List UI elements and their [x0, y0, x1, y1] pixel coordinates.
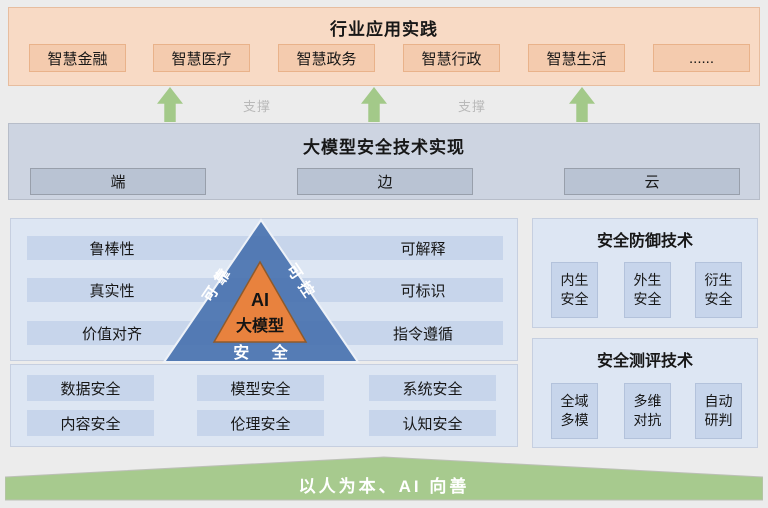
security-box-cognition: 认知安全 [369, 410, 496, 436]
defense-technology-panel: 安全防御技术 内生 安全 外生 安全 衍生 安全 [532, 218, 758, 328]
mini-box-line: 全域 [560, 393, 589, 410]
defense-box-extrinsic: 外生 安全 [624, 262, 671, 318]
ai-model-triangle: AI 大模型 安 全 可靠 可控 [162, 218, 360, 363]
evaluation-box-adversarial: 多维 对抗 [624, 383, 671, 439]
mini-box-line: 外生 [633, 272, 662, 289]
security-box-label: 内容安全 [60, 415, 121, 433]
implementation-box-edge: 边 [297, 168, 473, 195]
mini-box-line: 多维 [633, 393, 662, 410]
slogan-banner: 以人为本、AI 向善 [5, 456, 763, 501]
security-box-model: 模型安全 [197, 375, 324, 401]
mini-box-line: 安全 [704, 291, 733, 307]
security-box-system: 系统安全 [369, 375, 496, 401]
industry-box-label: ...... [688, 49, 714, 67]
up-arrow-icon [157, 87, 183, 122]
evaluation-box-auto-judge: 自动 研判 [695, 383, 742, 439]
security-box-label: 系统安全 [402, 380, 463, 398]
industry-box-life: 智慧生活 [528, 44, 625, 72]
defense-box-derivative: 衍生 安全 [695, 262, 742, 318]
support-label: 支撑 [458, 99, 487, 114]
triangle-bottom-label: 安 全 [233, 343, 296, 362]
mini-box-line: 内生 [560, 272, 589, 289]
mini-box-line: 安全 [560, 291, 589, 307]
security-box-label: 伦理安全 [230, 415, 291, 433]
security-box-ethics: 伦理安全 [197, 410, 324, 436]
industry-box-label: 智慧政务 [296, 50, 357, 68]
implementation-box-device: 端 [30, 168, 206, 195]
capability-label-instruction-follow: 指令遵循 [392, 325, 453, 343]
up-arrow-icon [361, 87, 387, 122]
security-box-label: 认知安全 [402, 415, 463, 433]
mini-box-line: 自动 [704, 393, 733, 410]
implementation-band-title: 大模型安全技术实现 [303, 138, 465, 157]
evaluation-box-multimodal: 全域 多模 [551, 383, 598, 439]
industry-box-medical: 智慧医疗 [153, 44, 250, 72]
support-label: 支撑 [243, 99, 272, 114]
capability-label-value-alignment: 价值对齐 [81, 325, 142, 343]
mini-box-line: 研判 [704, 412, 733, 428]
slogan-banner-shape [5, 456, 763, 501]
industry-banner-title: 行业应用实践 [330, 20, 438, 39]
mini-box-line: 衍生 [704, 272, 733, 289]
capability-label-robustness: 鲁棒性 [89, 240, 135, 258]
mini-box-line: 安全 [633, 291, 662, 307]
mini-box-line: 多模 [560, 412, 589, 428]
security-box-label: 数据安全 [60, 380, 121, 398]
up-arrow-icon [569, 87, 595, 122]
defense-box-intrinsic: 内生 安全 [551, 262, 598, 318]
slogan-text: 以人为本、AI 向善 [299, 476, 470, 496]
defense-panel-title: 安全防御技术 [596, 233, 693, 250]
industry-box-label: 智慧金融 [47, 50, 108, 68]
security-box-label: 模型安全 [230, 380, 291, 398]
industry-box-more: ...... [653, 44, 750, 72]
implementation-box-label: 边 [377, 174, 393, 191]
industry-application-banner: 行业应用实践 智慧金融 智慧医疗 智慧政务 智慧行政 智慧生活 ...... [8, 7, 760, 86]
industry-box-label: 智慧生活 [546, 50, 607, 68]
industry-box-government: 智慧政务 [278, 44, 375, 72]
implementation-box-label: 云 [644, 174, 660, 191]
triangle-center-line2: 大模型 [236, 316, 284, 335]
evaluation-panel-title: 安全测评技术 [596, 353, 693, 370]
security-box-content: 内容安全 [27, 410, 154, 436]
capability-label-truthfulness: 真实性 [89, 282, 135, 300]
capability-label-explainability: 可解释 [400, 240, 446, 258]
industry-box-label: 智慧医疗 [171, 50, 232, 68]
triangle-inner [212, 260, 308, 343]
implementation-box-label: 端 [110, 174, 126, 191]
triangle-center-line1: AI [251, 290, 269, 310]
industry-box-label: 智慧行政 [421, 50, 482, 68]
security-implementation-band: 大模型安全技术实现 端 边 云 [8, 123, 760, 200]
implementation-box-cloud: 云 [564, 168, 740, 195]
industry-box-admin: 智慧行政 [403, 44, 500, 72]
capability-label-identifiability: 可标识 [400, 282, 446, 300]
evaluation-technology-panel: 安全测评技术 全域 多模 多维 对抗 自动 研判 [532, 338, 758, 448]
industry-box-finance: 智慧金融 [29, 44, 126, 72]
mini-box-line: 对抗 [633, 412, 662, 428]
security-box-data: 数据安全 [27, 375, 154, 401]
security-category-panel: 数据安全 模型安全 系统安全 内容安全 伦理安全 认知安全 [10, 364, 518, 447]
